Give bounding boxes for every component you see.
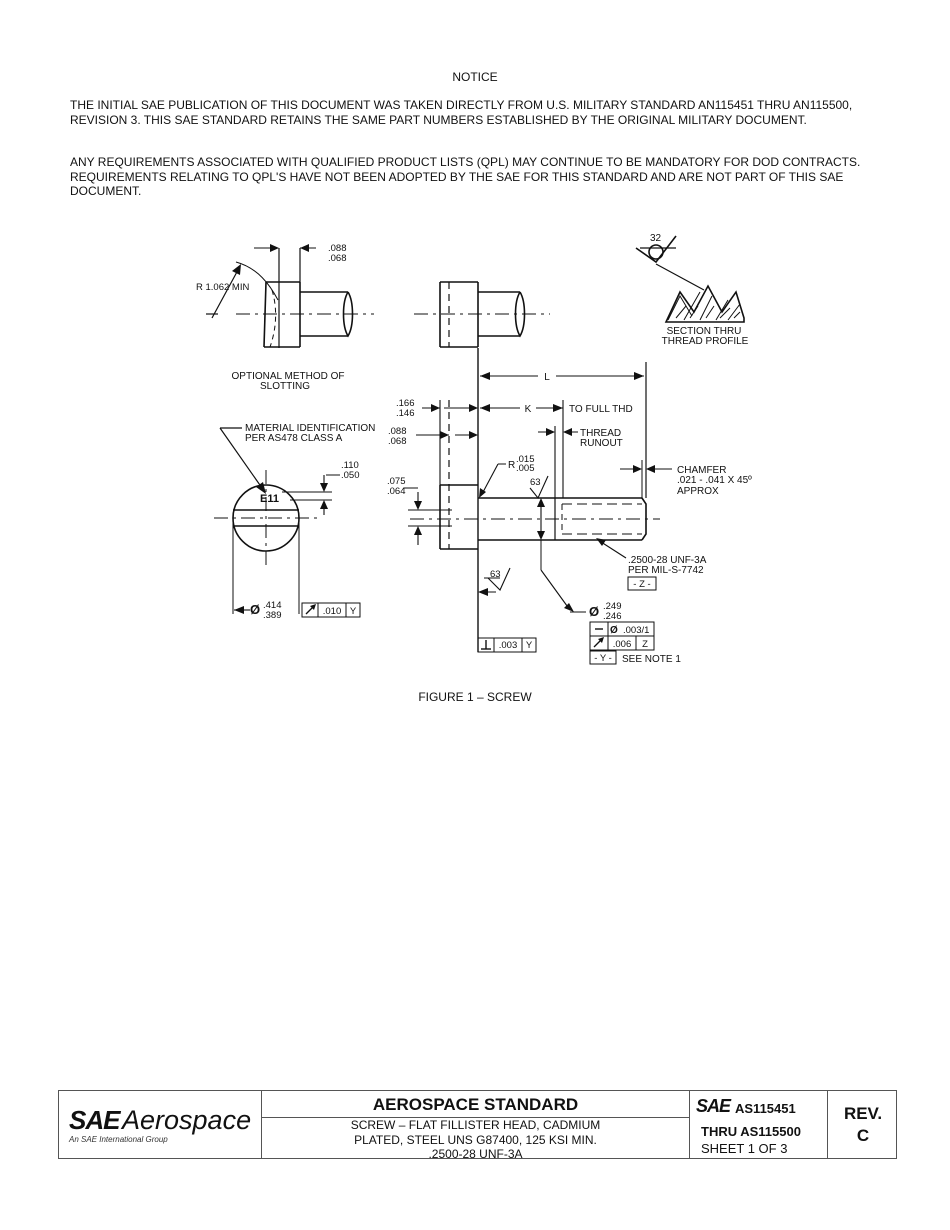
see-note-1: SEE NOTE 1 xyxy=(622,654,681,665)
runout-datum-y: Y xyxy=(350,606,357,617)
part-description: SCREW – FLAT FILLISTER HEAD, CADMIUM PLA… xyxy=(262,1118,689,1162)
logo-sae: SAE xyxy=(69,1105,120,1135)
sheet-number: SHEET 1 OF 3 xyxy=(701,1141,788,1156)
finish-63-shank: 63 xyxy=(530,477,541,488)
fillet-r: R xyxy=(508,460,515,471)
depth-hi: .110 xyxy=(341,460,359,471)
chamfer-1: CHAMFER xyxy=(677,465,726,476)
figure-labels: .088 .068 R 1.062 MIN OPTIONAL METHOD OF… xyxy=(196,233,752,665)
thread-runout-1: THREAD xyxy=(580,428,621,439)
slot-depth-lo: .064 xyxy=(387,486,406,497)
optional-method-line2: SLOTTING xyxy=(260,381,310,392)
slot-width-hi: .088 xyxy=(328,243,347,254)
document-range: THRU AS115500 xyxy=(701,1124,801,1139)
revision-value: C xyxy=(856,1126,870,1145)
title-cell: AEROSPACE STANDARD SCREW – FLAT FILLISTE… xyxy=(262,1091,690,1161)
section-label-1: SECTION THRU xyxy=(667,326,742,337)
title-block: SAE Aerospace An SAE International Group… xyxy=(58,1090,898,1161)
runout-tolerance-2: .006 xyxy=(613,639,632,650)
thread-spec-2: PER MIL-S-7742 xyxy=(628,565,704,576)
thread-runout-2: RUNOUT xyxy=(580,438,623,449)
length-L-label: L xyxy=(544,372,550,383)
diameter-symbol-head: Ø xyxy=(250,602,260,617)
straightness-tolerance: .003/1 xyxy=(623,625,649,636)
description-line-1: SCREW – FLAT FILLISTER HEAD, CADMIUM xyxy=(350,1118,601,1132)
head-dia-hi: .414 xyxy=(263,600,282,611)
material-id-2: PER AS478 CLASS A xyxy=(245,433,343,444)
revision-cell: REV. C xyxy=(828,1091,898,1158)
chamfer-3: APPROX xyxy=(677,486,719,497)
depth-lo: .050 xyxy=(341,470,360,481)
perpendicularity-tolerance: .003 xyxy=(499,640,518,651)
screw-drawing: .088 .068 R 1.062 MIN OPTIONAL METHOD OF… xyxy=(196,233,752,665)
dia-symbol-frame: Ø xyxy=(610,625,618,636)
chamfer-2: .021 - .041 X 45º xyxy=(677,475,752,486)
revision-label: REV. xyxy=(843,1104,883,1123)
notice-title: NOTICE xyxy=(452,70,498,84)
head-dia-lo: .389 xyxy=(263,610,282,621)
logo-aerospace: Aerospace xyxy=(122,1105,252,1135)
fillet-hi: .015 xyxy=(516,454,535,465)
side-view-top xyxy=(414,281,550,348)
to-full-thd-label: TO FULL THD xyxy=(569,404,633,415)
slot-dim-lo: .068 xyxy=(388,436,407,447)
logo-subtitle: An SAE International Group xyxy=(69,1135,168,1144)
thread-spec-1: .2500-28 UNF-3A xyxy=(628,555,707,566)
doc-sae-logo: SAE xyxy=(696,1096,731,1116)
optional-slotting-view xyxy=(206,244,374,348)
figure-caption: FIGURE 1 – SCREW xyxy=(418,690,532,704)
notice-paragraph-1: THE INITIAL SAE PUBLICATION OF THIS DOCU… xyxy=(70,98,853,127)
finish-mark-32: 32 xyxy=(650,233,662,244)
standard-title: AEROSPACE STANDARD xyxy=(262,1095,689,1118)
datum-y: - Y - xyxy=(594,653,612,664)
runout-datum-z: Z xyxy=(642,639,648,650)
head-height-hi: .166 xyxy=(396,398,415,409)
shank-dia-hi: .249 xyxy=(603,601,622,612)
document-number: AS115451 xyxy=(735,1101,796,1116)
section-label-2: THREAD PROFILE xyxy=(662,336,749,347)
fillet-lo: .005 xyxy=(516,463,535,474)
thread-profile-section xyxy=(635,235,745,323)
material-id-1: MATERIAL IDENTIFICATION xyxy=(245,423,375,434)
perpendicularity-datum: Y xyxy=(526,640,533,651)
runout-tolerance: .010 xyxy=(323,606,342,617)
slot-depth-hi: .075 xyxy=(387,476,406,487)
diameter-symbol-shank: Ø xyxy=(589,604,599,619)
main-side-view xyxy=(404,348,672,665)
datum-z: - Z - xyxy=(633,579,650,590)
head-end-view xyxy=(214,427,361,618)
head-height-lo: .146 xyxy=(396,408,415,419)
finish-63-head: 63 xyxy=(490,569,501,580)
length-K-label: K xyxy=(525,404,532,415)
description-line-2: PLATED, STEEL UNS G87400, 125 KSI MIN. xyxy=(354,1132,597,1147)
e11-mark: E11 xyxy=(260,493,279,505)
slot-width-lo: .068 xyxy=(328,253,347,264)
shank-dia-lo: .246 xyxy=(603,611,622,622)
radius-label: R 1.062 MIN xyxy=(196,282,249,293)
notice-paragraph-2: ANY REQUIREMENTS ASSOCIATED WITH QUALIFI… xyxy=(70,155,861,198)
description-line-3: .2500-28 UNF-3A xyxy=(428,1147,523,1161)
document-number-cell: SAE AS115451 THRU AS115500 SHEET 1 OF 3 xyxy=(690,1091,828,1158)
optional-method-line1: OPTIONAL METHOD OF xyxy=(232,371,345,382)
slot-dim-hi: .088 xyxy=(388,426,407,437)
sae-aerospace-logo: SAE Aerospace An SAE International Group xyxy=(59,1091,262,1158)
